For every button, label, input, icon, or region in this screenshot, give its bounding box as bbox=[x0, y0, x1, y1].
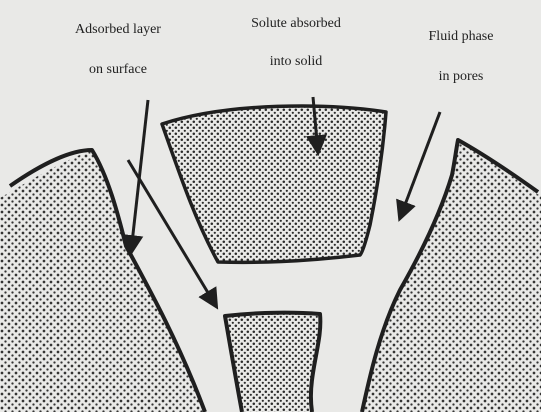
label-solute-line2: into solid bbox=[270, 54, 323, 69]
right-solid-region bbox=[362, 140, 541, 412]
label-fluid-line2: in pores bbox=[439, 69, 484, 84]
label-fluid-line1: Fluid phase bbox=[429, 29, 494, 44]
label-adsorbed-line2: on surface bbox=[89, 62, 147, 77]
arrow-fluid-phase bbox=[400, 112, 440, 218]
lower-solid-fragment bbox=[225, 313, 320, 412]
label-fluid-phase: Fluid phase in pores bbox=[429, 29, 494, 84]
arrow-adsorbed-layer bbox=[131, 100, 148, 252]
label-solute-absorbed: Solute absorbed into solid bbox=[251, 16, 341, 69]
left-solid-region bbox=[0, 150, 205, 412]
label-adsorbed-line1: Adsorbed layer bbox=[75, 22, 161, 37]
upper-solid-particle bbox=[162, 106, 386, 262]
label-adsorbed-layer: Adsorbed layer on surface bbox=[75, 22, 161, 77]
label-solute-line1: Solute absorbed bbox=[251, 16, 341, 31]
